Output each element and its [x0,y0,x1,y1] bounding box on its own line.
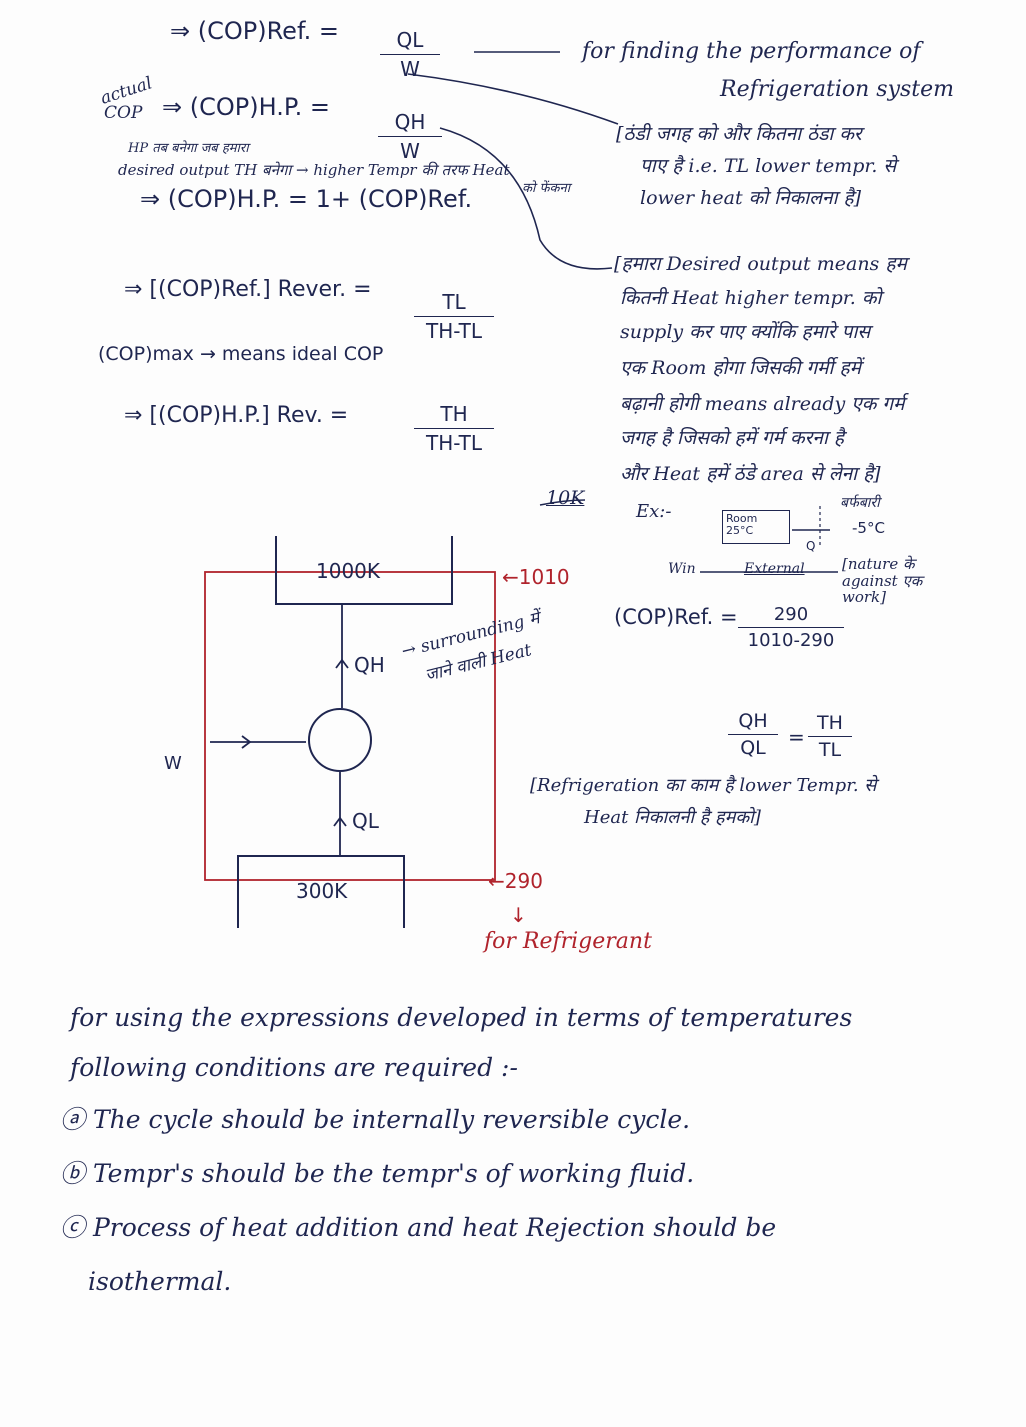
example-nature: [nature के against एक work] [842,555,923,606]
qh-label: QH [354,653,385,677]
hp-bracket-line-2: कितनी Heat higher tempr. को [620,287,882,309]
hot-red-label: ←1010 [502,565,570,589]
example-win: Win [668,561,696,577]
cop-calc-fraction: 290 1010-290 [738,604,844,651]
hot-reservoir [275,536,453,605]
example-label: Ex:- [636,501,672,522]
ratio-right-numerator: TH [817,712,843,734]
down-arrow: ↓ [510,903,527,927]
fraction-bar [414,428,494,429]
ratio-equals: = [788,725,805,749]
hp-note-3: को फेंकना [522,181,571,196]
fraction-bar [378,136,442,137]
hot-reservoir-label: 1000K [316,559,381,583]
eq4-fraction: TL TH-TL [414,290,494,343]
ref-bracket-line-3: lower heat को निकालना है] [640,187,862,209]
eq3: ⇒ (COP)H.P. = 1+ (COP)Ref. [140,185,473,213]
hp-bracket-line-5: बढ़ानी होगी means already एक गर्म [620,393,905,415]
fraction-bar [808,736,852,737]
eq2-lhs: ⇒ (COP)H.P. = [162,93,330,121]
eq2-fraction: QH W [378,110,442,163]
ql-arrow [333,816,347,827]
for-refrigerant-label: for Refrigerant [484,929,652,954]
qh-arrow [335,658,349,669]
ratio-right-fraction: TH TL [808,712,852,761]
device-circle [308,708,372,772]
example-outside-temp: -5°C [852,519,885,537]
example-q: Q [806,539,816,553]
condition-c: ⓒ Process of heat addition and heat Reje… [60,1213,777,1242]
eq1-note-2: Refrigeration system [720,77,955,102]
eq2-aside-2: COP [104,103,143,123]
example-room-box: Room 25°C [722,510,790,544]
work-label: W [164,753,182,774]
hp-bracket-line-1: [हमारा Desired output means हम [614,253,907,275]
ql-label: QL [352,809,379,833]
ref-note-line-2: Heat निकालनी है हमको] [584,807,761,828]
fraction-bar [414,316,494,317]
eq5-numerator: TH [440,402,468,426]
hp-bracket-line-7: और Heat हमें ठंडे area से लेना है] [620,463,881,485]
example-outside: बर्फबारी [840,495,880,511]
eq2-denominator: W [400,139,420,163]
condition-c-continued: isothermal. [88,1267,232,1296]
underline-stroke [539,499,586,506]
cop-calc-denominator: 1010-290 [747,630,835,651]
ratio-left-fraction: QH QL [728,710,778,759]
fraction-bar [738,627,844,628]
fraction-bar [728,734,778,735]
eq5-lhs: ⇒ [(COP)H.P.] Rev. = [124,403,349,428]
cop-calc-lhs: (COP)Ref. = [614,605,738,629]
eq4-denominator: TH-TL [426,319,482,343]
condition-b: ⓑ Tempr's should be the tempr's of worki… [60,1159,695,1188]
ten-k-label: 10K [546,487,585,509]
ref-note-line-1: [Refrigeration का काम है lower Tempr. से [530,775,877,796]
hp-bracket-line-3: supply कर पाए क्योंकि हमारे पास [620,321,871,343]
example-room-label: Room [726,512,758,525]
cold-reservoir [237,855,405,928]
bottom-line-1: for using the expressions developed in t… [70,1003,853,1032]
eq1-lhs: ⇒ (COP)Ref. = [170,17,340,45]
ratio-right-denominator: TL [818,739,842,761]
connector-arrow [407,73,619,125]
example-external: External [744,561,805,577]
eq4-lhs: ⇒ [(COP)Ref.] Rever. = [124,277,372,302]
eq1-note-1: for finding the performance of [582,39,921,64]
connector-arrow [439,127,613,270]
bottom-line-2: following conditions are required :- [70,1053,518,1082]
eq5-denominator: TH-TL [426,431,482,455]
copmax-note: (COP)max → means ideal COP [98,343,384,365]
condition-a: ⓐ The cycle should be internally reversi… [60,1105,691,1134]
ref-bracket-line-2: पाए है i.e. TL lower tempr. से [640,155,897,177]
hp-note-2: desired output TH बनेगा → higher Tempr क… [118,161,510,179]
cop-calc-numerator: 290 [773,604,809,625]
hp-note-1: HP तब बनेगा जब हमारा [128,141,249,156]
ratio-left-numerator: QH [738,710,768,732]
example-room-temp: 25°C [726,524,754,538]
cold-reservoir-label: 300K [296,879,348,903]
work-arrow [241,735,252,749]
hp-bracket-line-4: एक Room होगा जिसकी गर्मी हमें [620,357,861,379]
hp-bracket-line-6: जगह है जिसको हमें गर्म करना है [620,427,845,449]
red-boundary [204,571,496,881]
ref-bracket-line-1: [ठंडी जगह को और कितना ठंडा कर [616,123,862,145]
ratio-left-denominator: QL [740,737,766,759]
fraction-bar [380,54,440,55]
eq1-numerator: QL [396,28,424,52]
eq5-fraction: TH TH-TL [414,402,494,455]
eq4-numerator: TL [442,290,466,314]
cold-red-label: ←290 [488,869,543,893]
eq2-numerator: QH [394,110,426,134]
